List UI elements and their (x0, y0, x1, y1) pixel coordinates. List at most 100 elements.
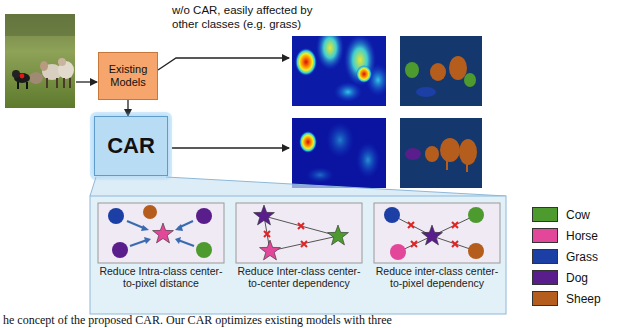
detail-panel (166, 177, 506, 196)
heatmap-bottom (292, 118, 386, 188)
input-photo (20, 74, 25, 79)
segmentation-top (400, 36, 482, 106)
input-photo (58, 58, 66, 66)
heatmap-top (334, 82, 362, 102)
heatmap-top (316, 36, 344, 70)
node-text: CAR (107, 133, 155, 158)
detail-panel (90, 177, 506, 196)
legend-swatch (532, 249, 558, 264)
legend-swatch (532, 291, 558, 306)
center-to-center-icon (264, 216, 338, 236)
intra-class-icon (143, 205, 157, 219)
segmentation-top (400, 36, 482, 106)
center-to-pixel-icon (411, 241, 417, 247)
legend-text: Dog (566, 271, 588, 285)
flow-arrows (158, 58, 289, 70)
segmentation-bottom (459, 139, 477, 165)
intra-class-icon (153, 223, 174, 243)
segmentation-top (464, 73, 476, 87)
legend-swatch (532, 207, 558, 222)
segmentation-top (416, 87, 436, 97)
center-to-center-icon (298, 223, 304, 229)
intra-class-icon (112, 242, 128, 258)
annotation-label: w/o CAR, easily affected by other classe… (172, 3, 340, 31)
concept-panel: Reduce inter-class center-to-pixel depen… (374, 203, 500, 289)
intra-class-icon (108, 205, 212, 258)
panel-spacer (236, 203, 362, 265)
center-to-center-icon (254, 205, 275, 225)
center-to-pixel-icon (384, 207, 484, 260)
flow-arrows (158, 58, 289, 148)
center-to-pixel-icon (390, 244, 406, 260)
legend: CowHorseGrassDogSheep (532, 204, 601, 309)
input-photo (63, 78, 65, 88)
heatmap-top (292, 36, 386, 106)
center-to-center-icon (254, 205, 349, 260)
center-to-pixel-icon (468, 207, 484, 223)
center-to-center-icon (301, 241, 307, 247)
intra-class-icon (196, 208, 212, 224)
legend-text: Sheep (566, 292, 601, 306)
segmentation-bottom (400, 118, 482, 188)
legend-row: Horse (532, 225, 601, 246)
segmentation-top (430, 63, 446, 81)
input-photo (12, 70, 20, 78)
node-text: Existing Models (102, 63, 154, 88)
concept-panel: Reduce Intra-class center-to-pixel dista… (98, 203, 224, 289)
center-to-center-icon (264, 231, 270, 237)
heatmap-bottom (299, 131, 317, 153)
center-to-center-icon (328, 225, 349, 245)
intra-class-icon (175, 237, 181, 244)
detail-panel (98, 203, 224, 263)
segmentation-bottom (400, 118, 482, 188)
center-to-pixel-icon (408, 222, 414, 228)
detail-panel (374, 203, 500, 263)
input-photo (69, 78, 71, 88)
legend-row: Cow (532, 204, 601, 225)
legend-swatch (532, 228, 558, 243)
segmentation-bottom (466, 162, 468, 172)
heatmap-top (295, 48, 317, 76)
panel-caption: Reduce Inter-class center-to-center depe… (236, 265, 362, 289)
center-to-center-icon (270, 236, 338, 251)
legend-row: Grass (532, 246, 601, 267)
segmentation-top (449, 56, 467, 80)
heatmap-bottom (292, 118, 386, 188)
intra-class-icon (175, 224, 183, 231)
panel-caption: Reduce inter-class center-to-pixel depen… (374, 265, 500, 289)
segmentation-bottom (440, 138, 460, 162)
intra-class-icon (141, 225, 149, 231)
flow-arrows (168, 147, 289, 148)
input-photo (76, 81, 97, 82)
intra-class-icon (178, 240, 194, 246)
heatmap-bottom (306, 167, 334, 183)
detail-panel (236, 203, 362, 263)
panel-caption: Reduce Intra-class center-to-pixel dista… (98, 265, 224, 289)
caption: he concept of the proposed CAR. Our CAR … (3, 314, 392, 327)
input-photo (5, 14, 75, 108)
legend-text: Horse (566, 229, 598, 243)
panel-spacer (98, 203, 224, 265)
input-photo (29, 72, 43, 84)
intra-class-icon (196, 242, 212, 258)
intra-class-icon (144, 237, 151, 244)
input-photo (46, 78, 48, 88)
input-photo (26, 82, 28, 89)
legend-row: Sheep (532, 288, 601, 309)
heatmap-bottom (356, 142, 380, 178)
detail-panel (90, 177, 96, 196)
heatmap-top (356, 65, 372, 83)
legend-row: Dog (532, 267, 601, 288)
model-box: Existing Models (98, 52, 158, 100)
center-to-pixel-icon (384, 207, 400, 223)
intra-class-icon (130, 240, 147, 246)
legend-text: Cow (566, 208, 590, 222)
car-glow (90, 112, 172, 180)
detail-panel (90, 177, 506, 314)
connector-arrow (127, 100, 128, 116)
segmentation-bottom (405, 148, 421, 160)
center-to-pixel-icon (452, 222, 458, 228)
input-photo (17, 82, 19, 89)
center-to-pixel-icon (422, 225, 443, 245)
